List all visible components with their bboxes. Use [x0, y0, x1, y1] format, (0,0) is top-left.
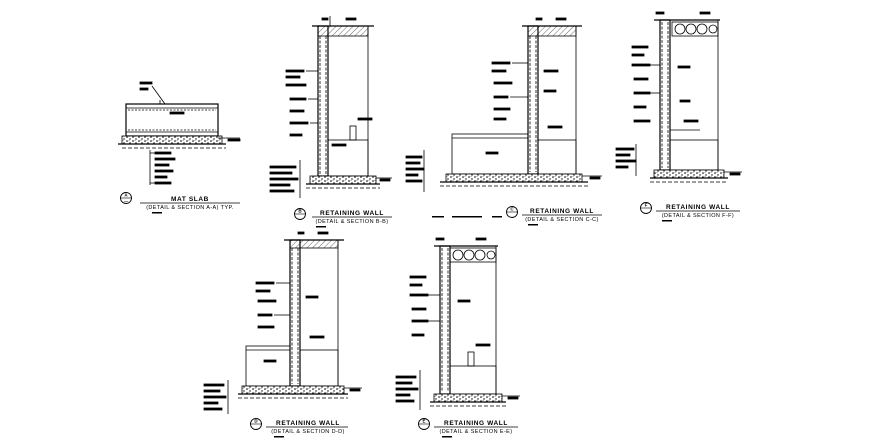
detail-e-title: RETAINING WALL — [444, 420, 508, 427]
title-block-mat-slab: A — MAT SLAB (DETAIL & SECTION A-A) TYP. — [120, 192, 240, 214]
title-block-retaining-wall-d: D RETAINING WALL (DETAIL & SECTION D-D) — [250, 418, 348, 438]
detail-mat-slab — [118, 81, 241, 185]
title-block-retaining-wall-f: F RETAINING WALL (DETAIL & SECTION F-F) — [640, 202, 740, 222]
detail-retaining-wall-b — [269, 16, 392, 198]
detail-e-subtitle: (DETAIL & SECTION E-E) — [440, 429, 513, 435]
detail-retaining-wall-f — [615, 11, 742, 183]
detail-a-title: MAT SLAB — [171, 196, 209, 203]
detail-retaining-wall-e — [395, 237, 520, 410]
svg-text:F: F — [645, 203, 648, 208]
detail-b-title: RETAINING WALL — [320, 210, 384, 217]
detail-c-title: RETAINING WALL — [530, 208, 594, 215]
detail-c-subtitle: (DETAIL & SECTION C-C) — [525, 217, 599, 223]
title-block-retaining-wall-c: C RETAINING WALL (DETAIL & SECTION C-C) — [432, 206, 602, 226]
detail-f-subtitle: (DETAIL & SECTION F-F) — [662, 213, 734, 219]
detail-a-subtitle: (DETAIL & SECTION A-A) TYP. — [146, 205, 234, 211]
detail-retaining-wall-d — [203, 231, 362, 414]
svg-text:A: A — [124, 193, 128, 198]
svg-text:C: C — [510, 207, 514, 212]
detail-d-subtitle: (DETAIL & SECTION D-D) — [271, 429, 345, 435]
detail-b-subtitle: (DETAIL & SECTION B-B) — [316, 219, 389, 225]
svg-text:B: B — [298, 209, 302, 214]
detail-f-title: RETAINING WALL — [666, 204, 730, 211]
title-block-retaining-wall-b: B RETAINING WALL (DETAIL & SECTION B-B) — [294, 208, 392, 228]
svg-text:E: E — [422, 419, 425, 424]
svg-text:—: — — [124, 199, 129, 204]
title-block-retaining-wall-e: E RETAINING WALL (DETAIL & SECTION E-E) — [418, 418, 518, 438]
detail-retaining-wall-c — [405, 17, 602, 192]
detail-d-title: RETAINING WALL — [276, 420, 340, 427]
svg-text:D: D — [254, 419, 258, 424]
